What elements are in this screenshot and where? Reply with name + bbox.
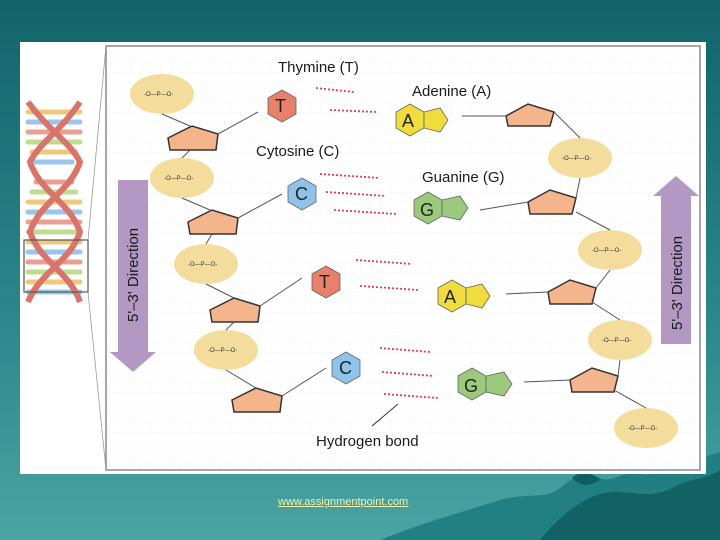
- thymine-base: [267, 89, 297, 123]
- cytosine-letter: C: [295, 184, 308, 204]
- cytosine-label: Cytosine (C): [256, 143, 339, 160]
- guanine-label: Guanine (G): [422, 169, 505, 186]
- phosphate-group: [588, 320, 652, 360]
- phosphate-group: [194, 330, 258, 370]
- right-direction-arrow: 5'–3' Direction: [653, 176, 699, 344]
- hydrogen-bond-pointer: [371, 403, 399, 427]
- footer-link[interactable]: www.assignmentpoint.com: [278, 496, 409, 508]
- svg-text:-O—P—O-: -O—P—O-: [562, 156, 591, 162]
- svg-text:-O—P—O-: -O—P—O-: [628, 426, 657, 432]
- hydrogen-bonds: [315, 87, 439, 399]
- cytosine-letter: C: [339, 358, 352, 378]
- thymine-label: Thymine (T): [278, 59, 359, 76]
- deoxyribose-sugar: [167, 125, 219, 151]
- deoxyribose-sugar: [527, 189, 577, 215]
- svg-text:-O—P—O-: -O—P—O-: [602, 338, 631, 344]
- dna-helix-icon: [20, 42, 102, 474]
- svg-text:-O—P—O-: -O—P—O-: [144, 92, 173, 98]
- thymine-letter: T: [319, 272, 330, 292]
- phosphate-group: [150, 158, 214, 198]
- cytosine-base: [287, 177, 317, 211]
- deoxyribose-sugar: [231, 387, 283, 413]
- right-direction-label: 5'–3' Direction: [669, 236, 686, 330]
- guanine-letter: G: [464, 376, 478, 396]
- phosphate-group: [174, 244, 238, 284]
- phosphate-group: [614, 408, 678, 448]
- cytosine-base: [331, 351, 361, 385]
- phosphate-group: [548, 138, 612, 178]
- adenine-letter: A: [402, 111, 414, 131]
- guanine-ring: [441, 195, 469, 221]
- guanine-letter: G: [420, 200, 434, 220]
- phosphate-group: [130, 74, 194, 114]
- adenine-letter: A: [444, 287, 456, 307]
- dna-figure: 5'–3' Direction 5'–3' Direction: [20, 42, 706, 474]
- deoxyribose-sugar: [505, 103, 555, 127]
- deoxyribose-sugar: [187, 209, 239, 235]
- decorative-wave: [572, 472, 600, 485]
- thymine-base: [311, 265, 341, 299]
- decorative-wave: [540, 470, 720, 540]
- svg-text:-O—P—O-: -O—P—O-: [592, 248, 621, 254]
- svg-text:-O—P—O-: -O—P—O-: [164, 176, 193, 182]
- dna-diagram: 5'–3' Direction 5'–3' Direction: [20, 42, 701, 474]
- svg-text:-O—P—O-: -O—P—O-: [208, 348, 237, 354]
- guanine-ring: [485, 371, 513, 397]
- svg-text:-O—P—O-: -O—P—O-: [188, 262, 217, 268]
- thymine-letter: T: [275, 96, 286, 116]
- deoxyribose-sugar: [569, 367, 619, 393]
- deoxyribose-sugar: [547, 279, 597, 305]
- adenine-label: Adenine (A): [412, 83, 491, 100]
- deoxyribose-sugar: [209, 297, 261, 323]
- phosphate-group: [578, 230, 642, 270]
- left-direction-arrow: 5'–3' Direction: [110, 180, 156, 372]
- adenine-ring: [423, 107, 449, 133]
- adenine-ring: [465, 283, 491, 309]
- left-direction-label: 5'–3' Direction: [125, 228, 142, 322]
- hydrogen-bond-label: Hydrogen bond: [316, 433, 419, 450]
